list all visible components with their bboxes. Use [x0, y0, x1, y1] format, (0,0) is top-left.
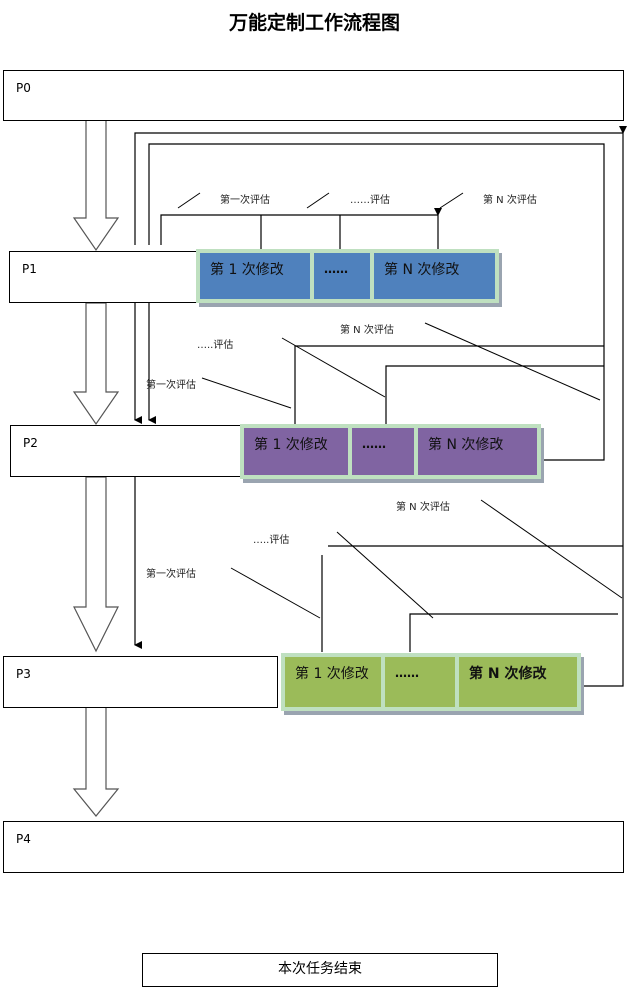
- revision-group-p3: 第 1 次修改 …… 第 N 次修改: [281, 653, 581, 711]
- stage-label: P2: [23, 436, 38, 450]
- eval-label-p2-nth: 第 N 次评估: [340, 325, 394, 336]
- revision-ellipsis: ……: [352, 428, 414, 475]
- stage-p1: P1: [9, 251, 200, 303]
- revision-ellipsis: ……: [385, 657, 455, 707]
- flow-arrow-p3-p4: [72, 706, 120, 817]
- eval-label-p1-mid: ……评估: [350, 195, 390, 206]
- revision-group-p2: 第 1 次修改 …… 第 N 次修改: [240, 424, 541, 479]
- stage-label: P3: [16, 667, 31, 681]
- stage-label: P4: [16, 832, 31, 846]
- revision-first: 第 1 次修改: [244, 428, 348, 475]
- flow-arrow-p0-p1: [72, 119, 120, 252]
- feedback-line-p1-c: [160, 208, 442, 245]
- stage-label: P1: [22, 262, 37, 276]
- revision-ellipsis: ……: [314, 253, 370, 299]
- revision-nth: 第 N 次修改: [459, 657, 577, 707]
- revision-first: 第 1 次修改: [285, 657, 381, 707]
- revision-group-p1: 第 1 次修改 …… 第 N 次修改: [196, 249, 499, 303]
- stage-label: P0: [16, 81, 31, 95]
- eval-label-p3-mid: …..评估: [253, 535, 290, 546]
- diagram-title: 万能定制工作流程图: [228, 12, 400, 34]
- eval-label-p2-first: 第一次评估: [146, 380, 196, 391]
- revision-nth: 第 N 次修改: [374, 253, 495, 299]
- feedback-line-outer: [578, 130, 624, 687]
- revision-first: 第 1 次修改: [200, 253, 310, 299]
- eval-label-p3-nth: 第 N 次评估: [396, 502, 450, 513]
- stage-p3: P3: [3, 656, 278, 708]
- revision-nth: 第 N 次修改: [418, 428, 537, 475]
- flow-arrow-p1-p2: [72, 302, 120, 426]
- end-box: 本次任务结束: [142, 953, 498, 987]
- eval-label-p1-nth: 第 N 次评估: [483, 195, 537, 206]
- stage-p0: P0: [3, 70, 624, 121]
- eval-label-p1-first: 第一次评估: [220, 195, 270, 206]
- stage-p2: P2: [10, 425, 242, 477]
- stage-p4: P4: [3, 821, 624, 873]
- feedback-line-p1-b: [148, 143, 605, 467]
- feedback-line-p1-a: [134, 126, 627, 245]
- flow-arrow-p2-p3: [73, 476, 119, 653]
- eval-label-p3-first: 第一次评估: [146, 569, 196, 580]
- eval-label-p2-mid: …..评估: [197, 340, 234, 351]
